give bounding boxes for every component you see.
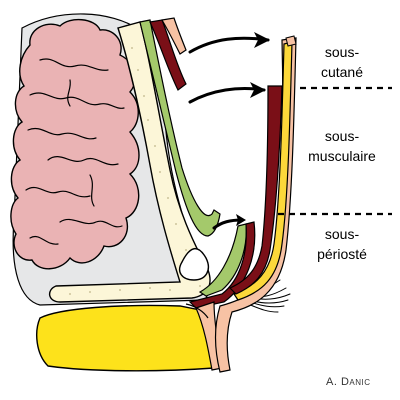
- label-subperiosteal: sous- périosté: [287, 224, 397, 264]
- label-submuscular-line2: musculaire: [308, 148, 376, 164]
- dashed-separator: [278, 86, 392, 216]
- label-subcutaneous-line1: sous-: [324, 44, 360, 60]
- bone-texture: [69, 47, 201, 295]
- flap-muscle: [228, 85, 283, 295]
- periosteum: [139, 19, 221, 237]
- label-subcutaneous: sous- cutané: [287, 42, 397, 82]
- frontal-bone: [49, 21, 211, 303]
- eyelid-fold: [185, 303, 209, 319]
- label-submuscular: sous- musculaire: [287, 126, 397, 166]
- arrow-icon: [188, 36, 270, 230]
- label-submuscular-line1: sous-: [324, 128, 360, 144]
- brain-sulci: [25, 58, 125, 245]
- flap-top-edge: [285, 35, 297, 47]
- author-initial: A.: [326, 376, 338, 388]
- label-subcutaneous-line2: cutané: [320, 64, 364, 80]
- frontalis-muscle: [149, 19, 187, 91]
- author-name: Danic: [340, 376, 371, 388]
- arrow-heads: [236, 32, 270, 226]
- label-subperiosteal-line2: périosté: [317, 246, 367, 262]
- label-subperiosteal-line1: sous-: [324, 226, 360, 242]
- flap-fat: [233, 41, 293, 301]
- supraorbital-foramen: [178, 248, 210, 281]
- forehead-skin: [161, 17, 187, 55]
- author-credit: A. Danic: [326, 376, 371, 388]
- orbit-globe: [36, 304, 215, 372]
- brain: [10, 19, 140, 270]
